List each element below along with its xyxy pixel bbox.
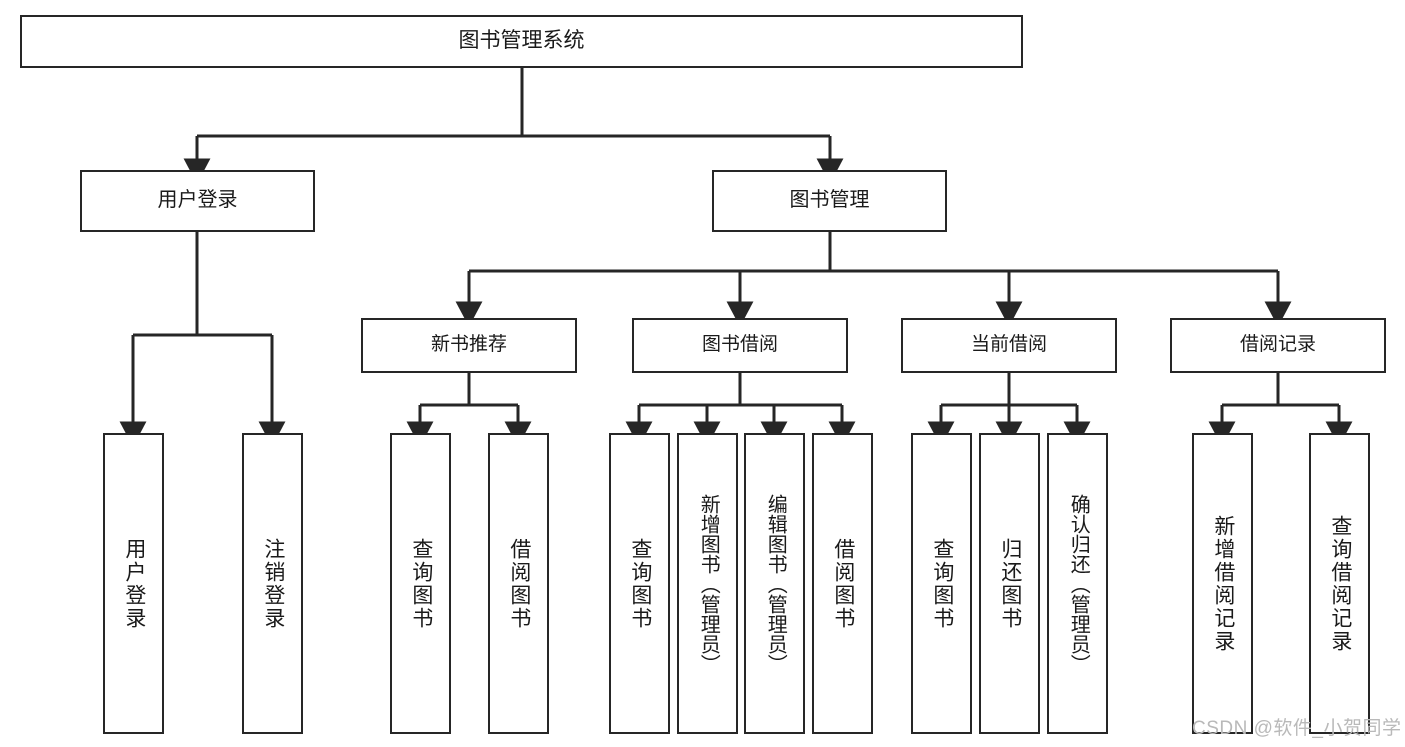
node-label: 新增图书（管理员） — [697, 493, 720, 674]
node-current-borrow[interactable]: 当前借阅 — [901, 318, 1117, 373]
node-label: 当前借阅 — [970, 334, 1047, 356]
node-label: 新书推荐 — [430, 334, 507, 356]
leaf-add-borrow-record[interactable]: 新增借阅记录 — [1192, 433, 1253, 734]
leaf-borrow-book[interactable]: 借阅图书 — [812, 433, 873, 734]
node-label: 用户登录 — [122, 537, 146, 630]
node-book-management[interactable]: 图书管理 — [712, 170, 947, 232]
node-label: 图书管理系统 — [458, 29, 585, 53]
leaf-user-login[interactable]: 用户登录 — [103, 433, 164, 734]
node-label: 确认归还（管理员） — [1067, 493, 1090, 674]
leaf-logout-login[interactable]: 注销登录 — [242, 433, 303, 734]
node-user-login[interactable]: 用户登录 — [80, 170, 315, 232]
leaf-confirm-return-admin[interactable]: 确认归还（管理员） — [1047, 433, 1108, 734]
leaf-query-book-recommend[interactable]: 查询图书 — [390, 433, 451, 734]
leaf-query-book-current[interactable]: 查询图书 — [911, 433, 972, 734]
node-label: 用户登录 — [157, 189, 238, 212]
node-new-book-recommend[interactable]: 新书推荐 — [361, 318, 577, 373]
node-label: 查询图书 — [628, 537, 652, 630]
node-label: 借阅记录 — [1239, 334, 1316, 356]
node-label: 注销登录 — [261, 537, 285, 630]
leaf-add-book-admin[interactable]: 新增图书（管理员） — [677, 433, 738, 734]
node-label: 借阅图书 — [831, 537, 855, 630]
node-label: 查询图书 — [409, 537, 433, 630]
leaf-edit-book-admin[interactable]: 编辑图书（管理员） — [744, 433, 805, 734]
node-label: 查询借阅记录 — [1328, 514, 1352, 653]
leaf-return-book[interactable]: 归还图书 — [979, 433, 1040, 734]
node-label: 图书借阅 — [701, 334, 778, 356]
node-label: 归还图书 — [998, 537, 1022, 630]
node-borrow-record[interactable]: 借阅记录 — [1170, 318, 1386, 373]
node-root-system[interactable]: 图书管理系统 — [20, 15, 1023, 68]
watermark-text: CSDN @软件_小贺同学 — [1192, 718, 1402, 739]
node-label: 图书管理 — [789, 189, 870, 212]
node-label: 编辑图书（管理员） — [764, 493, 787, 674]
leaf-query-book-borrow[interactable]: 查询图书 — [609, 433, 670, 734]
leaf-query-borrow-record[interactable]: 查询借阅记录 — [1309, 433, 1370, 734]
node-label: 新增借阅记录 — [1211, 514, 1235, 653]
node-book-borrow[interactable]: 图书借阅 — [632, 318, 848, 373]
node-label: 查询图书 — [930, 537, 954, 630]
node-label: 借阅图书 — [507, 537, 531, 630]
leaf-borrow-book-recommend[interactable]: 借阅图书 — [488, 433, 549, 734]
